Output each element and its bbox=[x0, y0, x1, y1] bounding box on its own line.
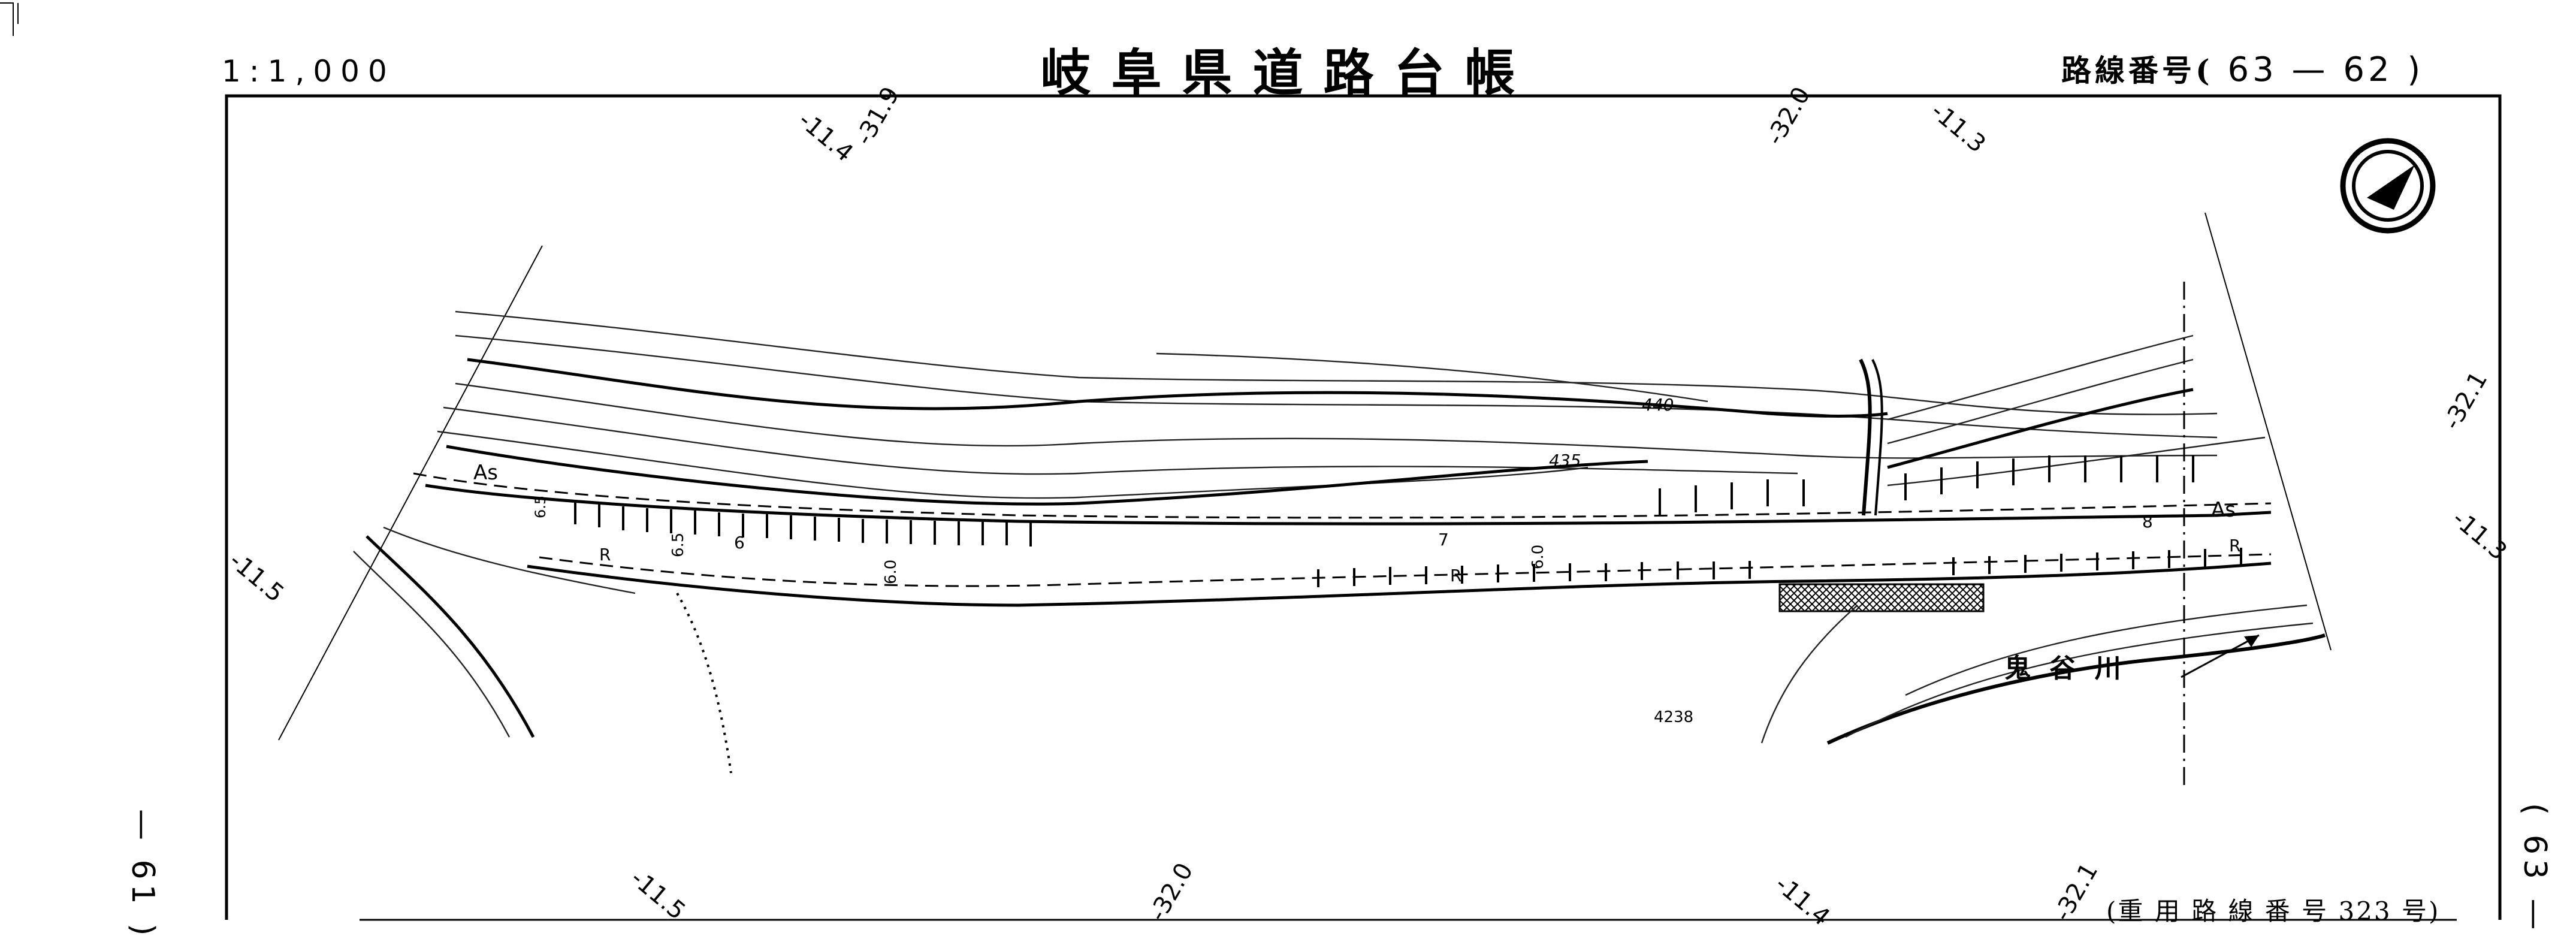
map-symbol: R bbox=[2229, 536, 2240, 555]
grid-label: -11.4 bbox=[793, 106, 859, 167]
grid-label: -11.5 bbox=[224, 547, 289, 608]
page-title: 岐阜県道路台帳 bbox=[1040, 43, 1536, 102]
corner-mark bbox=[0, 2, 19, 36]
width-mark: 6.5 bbox=[669, 533, 687, 557]
contour-line bbox=[366, 535, 535, 738]
spot-number: 4238 bbox=[1654, 708, 1693, 726]
grid-label: -32.1 bbox=[2438, 367, 2493, 434]
width-mark: 6.0 bbox=[882, 560, 900, 584]
chainage-mark: 6 bbox=[734, 533, 745, 552]
road-centerline bbox=[413, 472, 2272, 519]
grid-label: -11.4 bbox=[1770, 870, 1835, 931]
grid-label: -11.3 bbox=[2447, 505, 2512, 566]
road-shoulder-line bbox=[539, 553, 2272, 587]
contour-line bbox=[1887, 358, 2194, 445]
contour-line bbox=[353, 551, 511, 738]
contour-line bbox=[1156, 352, 1708, 403]
retaining-wall bbox=[1778, 583, 1985, 612]
route-number-close: ) bbox=[2407, 50, 2424, 89]
contour-line bbox=[1887, 388, 2194, 469]
grid-label: -32.1 bbox=[2049, 858, 2104, 926]
stream-upper-bank bbox=[1871, 359, 1883, 516]
contour-line bbox=[383, 526, 636, 594]
pavement-label: As bbox=[2211, 498, 2236, 522]
contour-line bbox=[455, 334, 2218, 439]
contour-line bbox=[1887, 436, 2266, 487]
stream-upper bbox=[1859, 358, 1872, 516]
route-number-value: 63 — 62 bbox=[2227, 50, 2393, 89]
river-contour bbox=[1845, 622, 2314, 738]
contour-line bbox=[455, 310, 2218, 415]
road-edge-lower bbox=[527, 561, 2272, 607]
shared-route-number: (重 用 路 線 番 号 323 号) bbox=[2106, 896, 2441, 926]
grid-label: -32.0 bbox=[1761, 82, 1816, 150]
route-number-label: 路線番号( bbox=[2061, 53, 2213, 88]
width-mark: 6.0 bbox=[1529, 545, 1547, 569]
sheet-boundary-left bbox=[278, 245, 543, 741]
contour-line bbox=[437, 430, 1589, 499]
map-frame bbox=[225, 94, 2502, 920]
contour-line bbox=[455, 382, 2218, 459]
contour-index-440 bbox=[467, 358, 1888, 418]
river-flow-arrowhead bbox=[2244, 635, 2259, 647]
sheet-boundary-right bbox=[2204, 212, 2332, 651]
north-arrow-icon bbox=[2340, 138, 2436, 234]
contour-label: 440 bbox=[1642, 395, 1674, 415]
map-symbol: R bbox=[599, 545, 611, 564]
contour-index-435 bbox=[446, 445, 1648, 506]
river-label: 鬼 谷 川 bbox=[2004, 653, 2126, 684]
route-number: 路線番号( 63 — 62 ) bbox=[2061, 47, 2424, 90]
road-edge-upper bbox=[425, 484, 2272, 526]
contour-line bbox=[1760, 605, 1858, 744]
river-bank-north bbox=[1826, 633, 2326, 745]
chainage-mark: 7 bbox=[1438, 530, 1449, 550]
map-scale: 1:1,000 bbox=[222, 54, 395, 89]
dotted-boundary bbox=[676, 593, 732, 774]
river-contour bbox=[1905, 604, 2308, 696]
grid-label: -11.5 bbox=[626, 864, 691, 925]
width-mark: 6.5 bbox=[532, 496, 549, 518]
cut-slope-ticks bbox=[574, 455, 2242, 587]
map-symbol: R bbox=[1450, 566, 1461, 585]
grid-label: -32.0 bbox=[1144, 858, 1199, 926]
contour-label: 435 bbox=[1549, 451, 1581, 470]
pavement-label: As bbox=[473, 461, 498, 485]
chainage-mark: 8 bbox=[2142, 512, 2153, 532]
grid-label: -31.9 bbox=[850, 82, 905, 150]
contour-line bbox=[443, 406, 1798, 475]
grid-label: -11.3 bbox=[1926, 97, 1991, 158]
contour-line bbox=[1887, 334, 2194, 421]
river-flow-arrow bbox=[2181, 634, 2260, 678]
